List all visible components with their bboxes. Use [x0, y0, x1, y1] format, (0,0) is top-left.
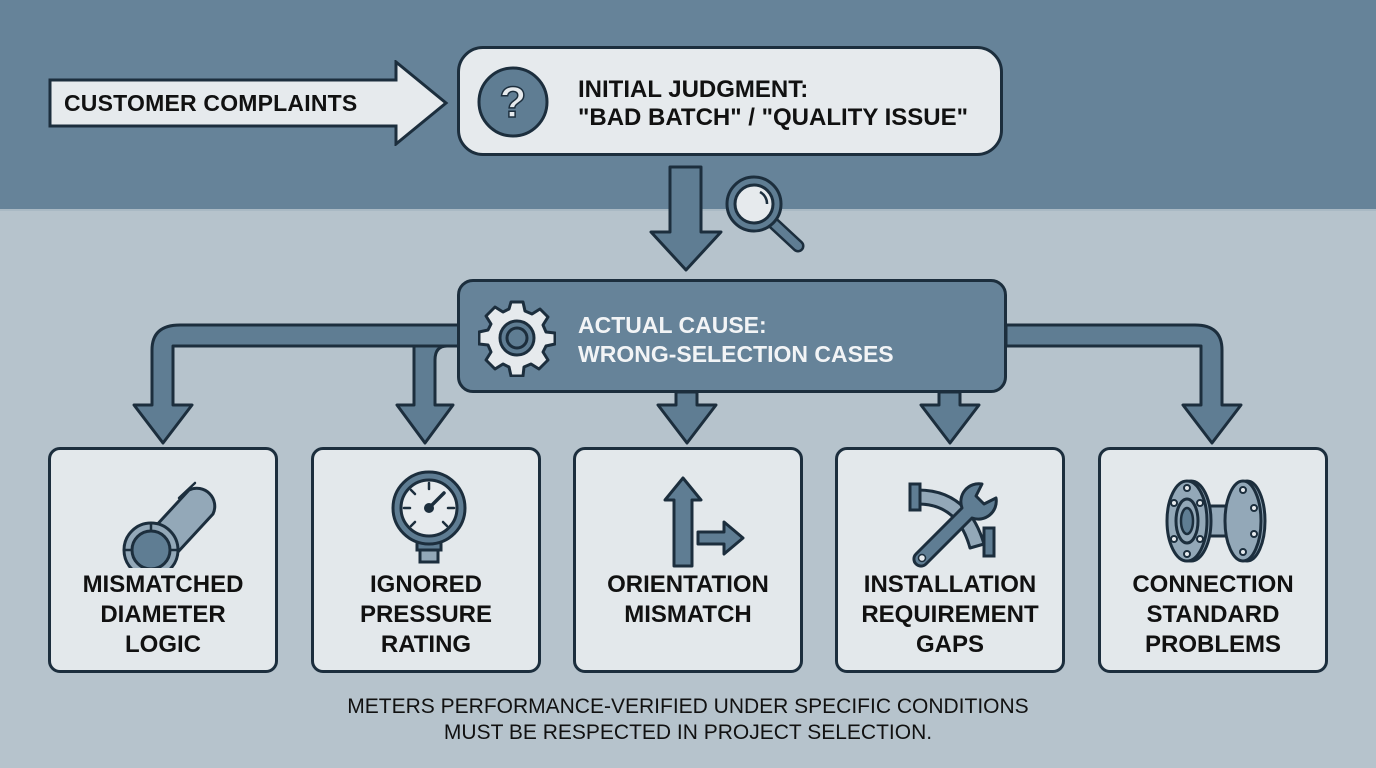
- pipe-icon: [122, 481, 217, 568]
- branch-arrow-2: [395, 344, 462, 445]
- branch-arrow-1: [132, 323, 462, 445]
- actual-cause-detail: WRONG-SELECTION CASES: [578, 341, 894, 367]
- right-arrow-icon: [48, 60, 449, 146]
- case-card-connection: CONNECTION STANDARD PROBLEMS: [1098, 447, 1328, 673]
- initial-judgment-title: INITIAL JUDGMENT:: [578, 76, 809, 103]
- question-icon: ?: [477, 66, 549, 138]
- branch-arrow-3: [656, 390, 718, 445]
- case-card-installation: INSTALLATION REQUIREMENT GAPS: [835, 447, 1065, 673]
- magnifier-icon: [725, 175, 805, 253]
- down-arrow-main: [649, 165, 723, 272]
- wrench-pipe-icon: [908, 482, 998, 568]
- case-card-diameter: MISMATCHED DIAMETER LOGIC: [48, 447, 278, 673]
- initial-judgment-text: INITIAL JUDGMENT: "BAD BATCH" / "QUALITY…: [578, 76, 968, 132]
- branch-arrow-5: [1004, 323, 1243, 445]
- case-label: INSTALLATION REQUIREMENT GAPS: [861, 571, 1039, 658]
- actual-cause-title: ACTUAL CAUSE:: [578, 312, 767, 338]
- orientation-arrows-icon: [663, 476, 745, 568]
- case-label: IGNORED PRESSURE RATING: [359, 571, 493, 658]
- flange-icon: [1165, 479, 1267, 563]
- case-label: ORIENTATION MISMATCH: [607, 571, 769, 628]
- customer-complaints-label: CUSTOMER COMPLAINTS: [64, 90, 358, 116]
- actual-cause-text: ACTUAL CAUSE: WRONG-SELECTION CASES: [578, 311, 894, 369]
- initial-judgment-box: ? INITIAL JUDGMENT: "BAD BATCH" / "QUALI…: [457, 46, 1003, 156]
- case-label: CONNECTION STANDARD PROBLEMS: [1132, 571, 1294, 658]
- case-label: MISMATCHED DIAMETER LOGIC: [82, 571, 244, 658]
- footer-note: METERS PERFORMANCE-VERIFIED UNDER SPECIF…: [347, 695, 1029, 744]
- svg-text:?: ?: [500, 78, 527, 127]
- gear-icon: [478, 300, 556, 377]
- pressure-gauge-icon: [391, 470, 467, 564]
- actual-cause-box: ACTUAL CAUSE: WRONG-SELECTION CASES: [457, 279, 1007, 393]
- initial-judgment-detail: "BAD BATCH" / "QUALITY ISSUE": [578, 104, 968, 131]
- case-card-orientation: ORIENTATION MISMATCH: [573, 447, 803, 673]
- branch-arrow-4: [919, 390, 981, 445]
- case-card-pressure: IGNORED PRESSURE RATING: [311, 447, 541, 673]
